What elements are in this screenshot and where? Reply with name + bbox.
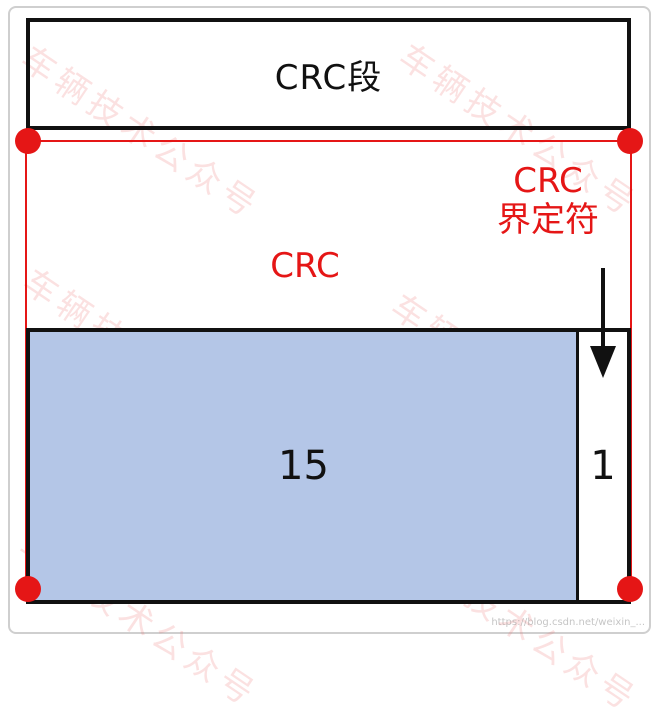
crc-delimiter-label-line2: 界定符 (497, 200, 599, 241)
down-arrow-icon (590, 268, 616, 378)
segment-title-box: CRC段 (26, 18, 631, 130)
marker-overlay (15, 128, 643, 602)
crc-segment-diagram: 车辆技术公众号 车辆技术公众号 车辆技术公众号 车辆技术公众号 车辆技术公众号 … (8, 6, 651, 722)
crc-sequence-bits: 15 (278, 443, 329, 489)
red-dot-icon (617, 576, 643, 602)
red-dot-icon (15, 576, 41, 602)
crc-sequence-field: 15 (26, 328, 580, 604)
crc-delimiter-label: CRC 界定符 (468, 161, 628, 241)
crc-label: CRC (270, 246, 340, 286)
red-dot-icon (15, 128, 41, 154)
red-dot-icon (617, 128, 643, 154)
crc-delimiter-label-line1: CRC (513, 161, 583, 201)
source-watermark: https://blog.csdn.net/weixin_... (491, 617, 645, 628)
segment-title: CRC段 (274, 57, 383, 98)
crc-delimiter-bits: 1 (590, 443, 616, 489)
